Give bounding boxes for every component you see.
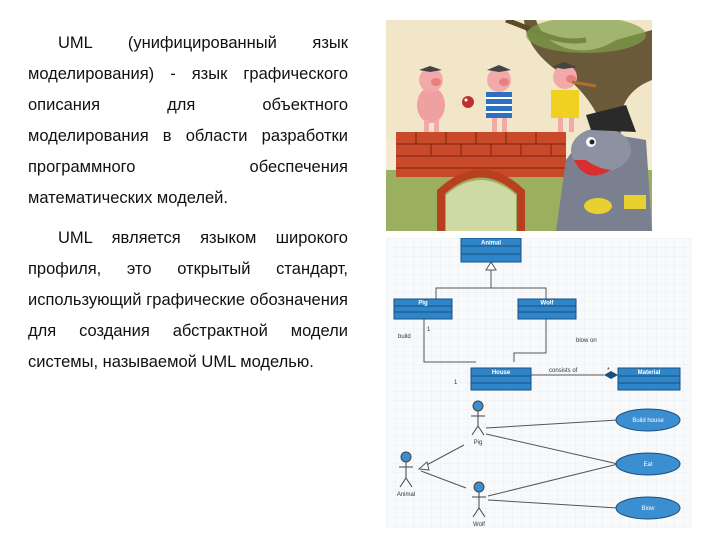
actor-wolf-label: Wolf	[473, 522, 485, 528]
composition-diamond	[604, 371, 618, 379]
actor-animal	[399, 451, 413, 488]
svg-text:House: House	[492, 370, 511, 376]
svg-text:Animal: Animal	[481, 241, 501, 247]
text-column: UML (унифицированный язык моделирования)…	[28, 28, 348, 387]
class-wolf: Wolf	[517, 298, 577, 320]
label-blow-on: blow on	[576, 338, 597, 344]
usecase-blow: Blow	[615, 496, 681, 520]
label-build: build	[398, 334, 411, 340]
label-mult-1b: 1	[454, 380, 458, 386]
svg-text:Blow: Blow	[641, 506, 655, 512]
class-house: House	[470, 367, 532, 391]
label-consists-of: consists of	[549, 368, 578, 374]
actor-animal-label: Animal	[397, 492, 415, 498]
label-mult-star: *	[607, 367, 610, 374]
svg-text:Eat: Eat	[643, 462, 652, 468]
generalization-arrow	[485, 261, 497, 271]
class-animal: Animal	[460, 238, 522, 263]
svg-text:Material: Material	[638, 370, 661, 376]
paragraph-uml-definition: UML (унифицированный язык моделирования)…	[28, 34, 348, 207]
actor-wolf	[472, 481, 486, 518]
class-material: Material	[617, 367, 681, 391]
paragraph-uml-description: UML является языком широкого профиля, эт…	[28, 229, 348, 371]
actor-generalization-arrow	[417, 461, 430, 471]
svg-text:Pig: Pig	[418, 301, 428, 307]
class-pig: Pig	[393, 298, 453, 320]
three-pigs-illustration	[386, 20, 652, 231]
actor-pig	[471, 400, 485, 436]
actor-pig-label: Pig	[474, 440, 483, 446]
svg-text:Build house: Build house	[632, 418, 664, 424]
uml-diagram: Animal Pig Wolf House Material build 1 b…	[386, 238, 692, 528]
usecase-build-house: Build house	[615, 408, 681, 432]
label-mult-1a: 1	[427, 327, 431, 333]
svg-text:Wolf: Wolf	[541, 301, 555, 307]
usecase-eat: Eat	[615, 452, 681, 476]
